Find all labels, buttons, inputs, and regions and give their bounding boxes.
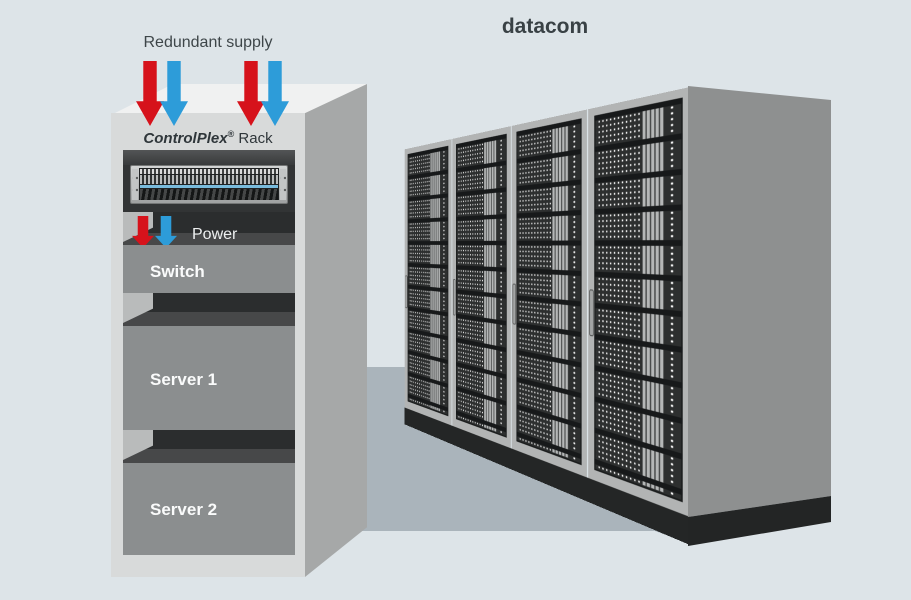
door-handle bbox=[453, 279, 456, 316]
cabinet-side-plinth bbox=[688, 496, 831, 546]
perforated-door bbox=[516, 118, 582, 466]
breaker-panel bbox=[139, 168, 279, 200]
server-cabinet bbox=[404, 138, 453, 445]
cabinet-side-face bbox=[688, 86, 831, 517]
controlplex-rack: ControlPlex® Rack Power bbox=[111, 113, 305, 577]
breaker-row-bottom bbox=[140, 189, 278, 200]
breaker-label-row bbox=[140, 169, 278, 174]
bay-label: Switch bbox=[150, 262, 205, 281]
section-bands bbox=[407, 145, 449, 417]
power-label: Power bbox=[192, 226, 238, 243]
interior-top-shadow bbox=[123, 150, 295, 165]
server-cabinet bbox=[511, 109, 589, 502]
rack-interior: Power Switch Server 1 Server 2 bbox=[123, 150, 295, 555]
shelf-slot bbox=[123, 293, 295, 312]
rack-brand-label: ControlPlex® Rack bbox=[111, 129, 305, 147]
mount-flange-left bbox=[132, 169, 138, 200]
brand-name: ControlPlex bbox=[143, 130, 228, 147]
server-cabinet-row bbox=[404, 87, 691, 546]
shelf-slot bbox=[123, 430, 295, 449]
door-handle bbox=[589, 289, 594, 337]
bay-label: Server 1 bbox=[150, 370, 218, 389]
door-handle bbox=[405, 275, 408, 309]
shelf-shadow bbox=[123, 312, 295, 326]
perforated-door bbox=[594, 97, 683, 503]
status-stripe bbox=[140, 185, 278, 188]
door-handle bbox=[512, 283, 516, 325]
mount-flange-right bbox=[280, 169, 286, 200]
rack-side-face bbox=[305, 84, 367, 577]
section-bands bbox=[594, 97, 683, 503]
registered-mark: ® bbox=[227, 129, 235, 139]
perforated-door bbox=[407, 145, 449, 417]
bay-server-1: Server 1 bbox=[123, 326, 295, 430]
redundant-supply-label: Redundant supply bbox=[143, 34, 273, 51]
server-cabinet bbox=[587, 87, 691, 546]
brand-suffix: Rack bbox=[234, 130, 273, 147]
shelf-shadow bbox=[123, 449, 295, 463]
page-title: datacom bbox=[501, 15, 589, 38]
section-bands bbox=[516, 118, 582, 466]
bay-label: Server 2 bbox=[150, 500, 218, 519]
bay-server-2: Server 2 bbox=[123, 463, 295, 555]
breaker-row-top bbox=[140, 175, 278, 184]
perforated-door bbox=[455, 133, 507, 438]
server-cabinet bbox=[451, 125, 512, 470]
controlplex-device bbox=[130, 165, 288, 204]
section-bands bbox=[455, 133, 507, 438]
bay-switch: Switch bbox=[123, 245, 295, 293]
